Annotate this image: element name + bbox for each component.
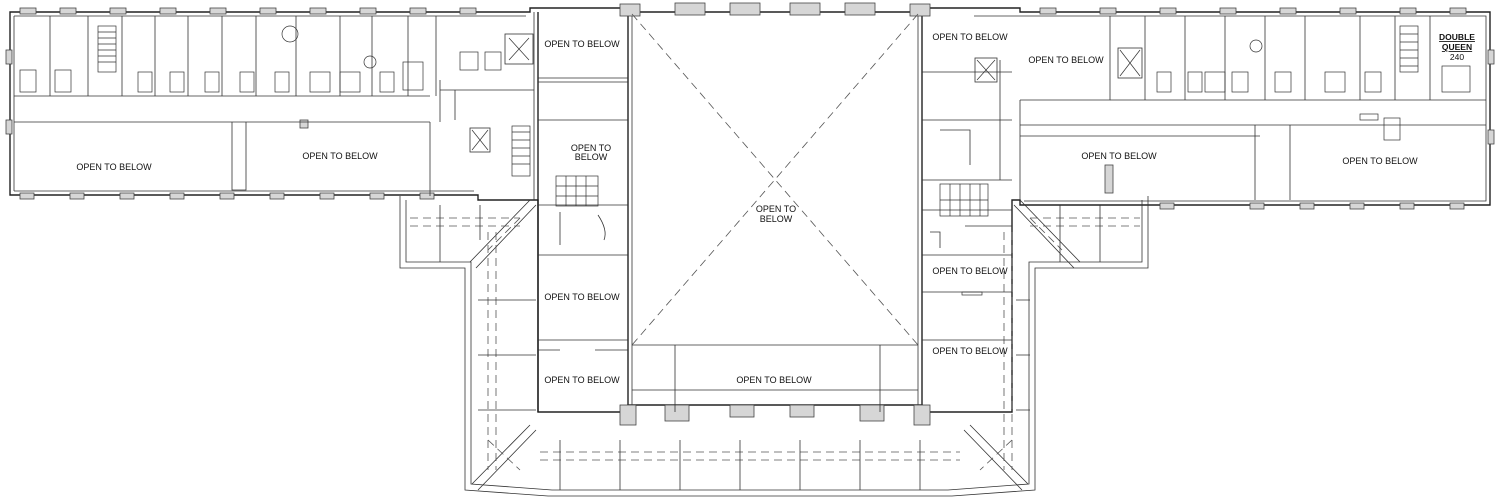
open-to-below-south-right: OPEN TO BELOW [932,346,1008,356]
atrium-void [631,13,919,346]
open-to-below-east-1: OPEN TO BELOW [1028,55,1104,65]
room-type-line2: QUEEN [1442,42,1472,52]
room-labels: OPEN TO BELOW OPEN TO BELOW OPEN TO BELO… [76,32,1475,385]
open-to-below-east-2: OPEN TO BELOW [1081,151,1157,161]
room-number: 240 [1450,52,1464,62]
open-to-below-east-3: OPEN TO BELOW [1342,156,1418,166]
open-to-below-mid-left: OPEN TO BELOW [544,292,620,302]
outer-walls [9,7,1491,413]
open-to-below-north-left: OPEN TO BELOW [544,39,620,49]
interior-walls [14,16,1486,412]
open-to-below-mid-right: OPEN TO BELOW [932,266,1008,276]
open-to-below-atrium-line1: OPEN TO [756,204,796,214]
open-to-below-west-1: OPEN TO BELOW [76,162,152,172]
open-to-below-atrium-line2: BELOW [760,214,793,224]
open-to-below-south-gallery: OPEN TO BELOW [736,375,812,385]
terrace-outline [399,196,1149,497]
open-to-below-north-right: OPEN TO BELOW [932,32,1008,42]
facade-piers [5,2,1495,426]
open-to-below-south-left: OPEN TO BELOW [544,375,620,385]
room-type-line1: DOUBLE [1439,32,1475,42]
open-to-below-west-2: OPEN TO BELOW [302,151,378,161]
open-to-below-stair-left-line1: OPEN TO [571,143,611,153]
open-to-below-stair-left-line2: BELOW [575,152,608,162]
